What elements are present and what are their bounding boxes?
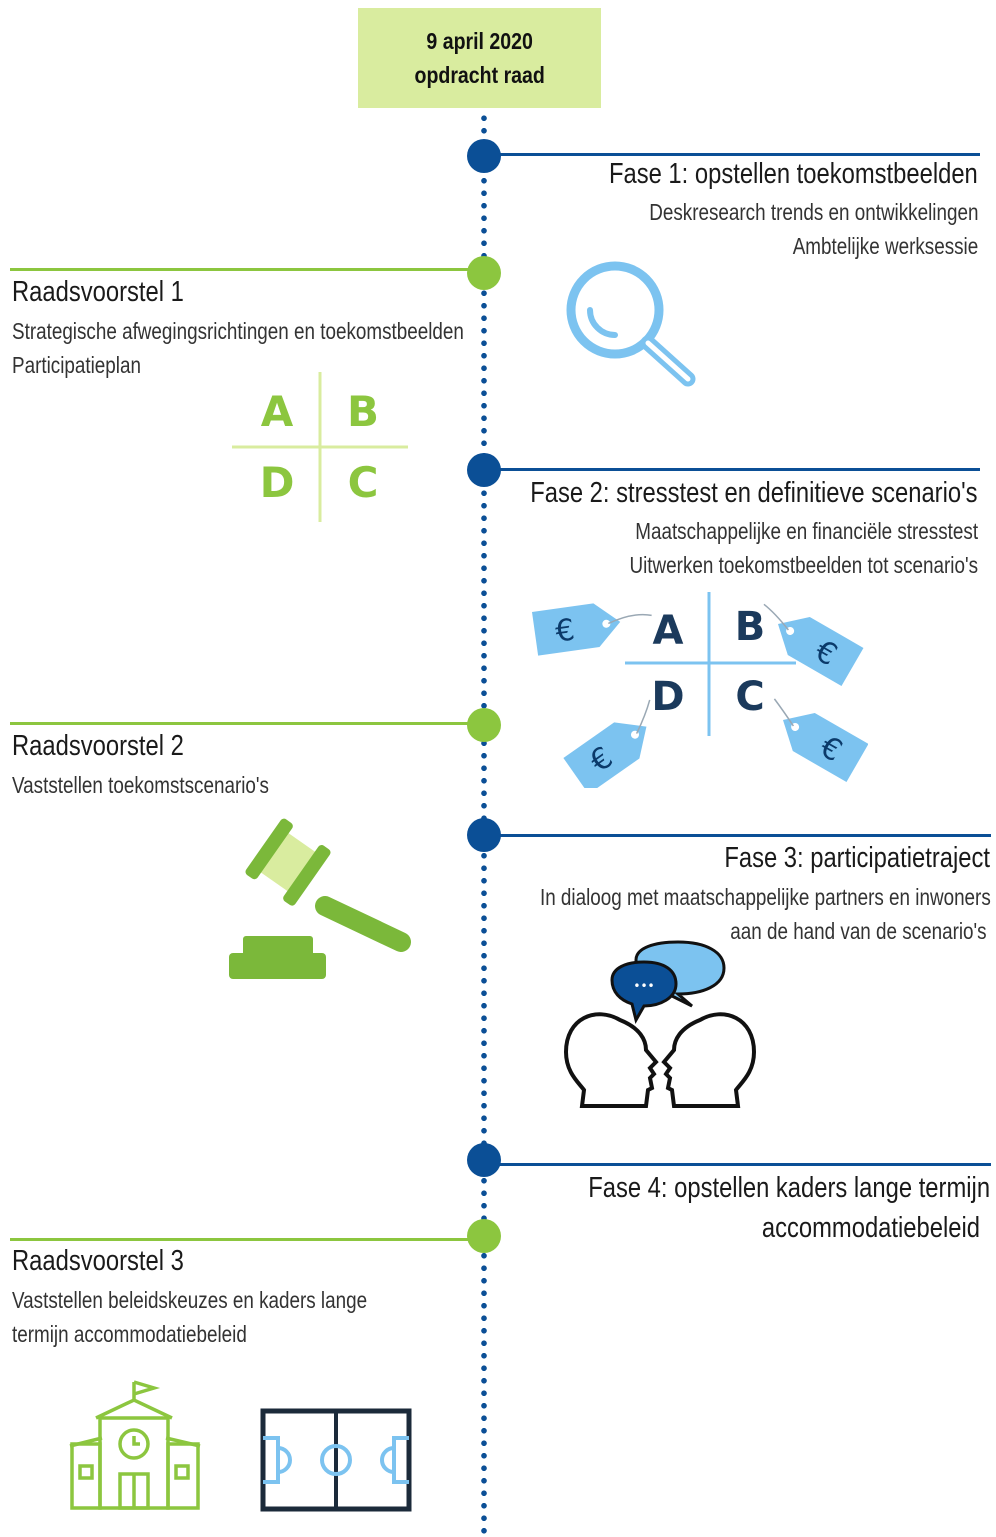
rv-2-connector — [10, 722, 484, 725]
start-label: opdracht raad — [414, 62, 545, 88]
svg-text:€: € — [553, 612, 577, 649]
rv-3-line-1: Vaststellen beleidskeuzes en kaders lang… — [12, 1287, 368, 1313]
euro-scenarios-icon: A B D C € € € € — [532, 592, 868, 788]
phase-3-line-2: aan de hand van de scenario's — [730, 918, 987, 944]
rv-3-line-2: termijn accommodatiebeleid — [12, 1321, 247, 1347]
phase-2-marker — [467, 453, 501, 487]
phase-4-marker — [467, 1143, 501, 1177]
euro-tag-icon: € — [563, 699, 651, 788]
svg-text:•••: ••• — [633, 979, 654, 993]
euro-tag-icon: € — [532, 603, 652, 656]
phase-3-marker — [467, 818, 501, 852]
quadrant-letter-b: B — [347, 387, 379, 436]
euro-tag-icon: € — [763, 603, 864, 687]
rv-2-marker — [467, 708, 501, 742]
school-building-icon — [69, 1380, 201, 1510]
phase-4-title: Fase 4: opstellen kaders lange termijn — [588, 1172, 990, 1204]
phase-2-line-1: Maatschappelijke en financiële stresstes… — [635, 518, 978, 544]
phase-3-connector — [486, 834, 991, 837]
quadrant-letter-a: A — [261, 387, 294, 436]
phase-1-line-1: Deskresearch trends en ontwikkelingen — [648, 199, 978, 225]
quadrant-letter-c: C — [348, 458, 379, 507]
phase-2-connector — [486, 468, 980, 471]
rv-3-title: Raadsvoorstel 3 — [12, 1245, 184, 1277]
rv-1-marker — [467, 256, 501, 290]
rv-1-line-1: Strategische afwegingsrichtingen en toek… — [12, 318, 464, 344]
rv-1-connector — [10, 268, 484, 271]
svg-text:D: D — [651, 674, 684, 720]
phase-3-line-1: In dialoog met maatschappelijke partners… — [540, 884, 991, 910]
abcd-quadrant-icon: A B D C — [232, 372, 408, 522]
svg-text:B: B — [735, 604, 766, 650]
phase-4-title-line-2: accommodatiebeleid — [761, 1212, 980, 1244]
dialogue-heads-icon: ••• — [563, 940, 757, 1108]
start-date-box: 9 april 2020 opdracht raad — [358, 8, 601, 108]
rv-3-marker — [467, 1219, 501, 1253]
phase-1-line-2: Ambtelijke werksessie — [792, 233, 978, 259]
svg-text:A: A — [653, 608, 684, 654]
svg-text:C: C — [735, 674, 764, 720]
phase-2-line-2: Uitwerken toekomstbeelden tot scenario's — [629, 552, 979, 578]
sports-field-icon — [260, 1408, 412, 1512]
gavel-icon — [229, 818, 411, 979]
rv-3-connector — [10, 1238, 484, 1241]
rv-1-title: Raadsvoorstel 1 — [12, 276, 184, 308]
quadrant-letter-d: D — [260, 458, 295, 507]
phase-4-connector — [486, 1163, 991, 1166]
rv-2-line-1: Vaststellen toekomstscenario's — [12, 772, 269, 798]
start-date: 9 april 2020 — [426, 28, 533, 54]
phase-3-title: Fase 3: participatietraject — [724, 842, 990, 874]
phase-1-connector — [486, 153, 980, 156]
phase-1-marker — [467, 139, 501, 173]
euro-tag-icon: € — [773, 698, 868, 783]
rv-1-line-2: Participatieplan — [12, 352, 141, 378]
rv-2-title: Raadsvoorstel 2 — [12, 730, 184, 762]
phase-2-title: Fase 2: stresstest en definitieve scenar… — [530, 477, 978, 509]
phase-1-title: Fase 1: opstellen toekomstbeelden — [609, 158, 978, 190]
magnifier-icon — [566, 261, 696, 387]
